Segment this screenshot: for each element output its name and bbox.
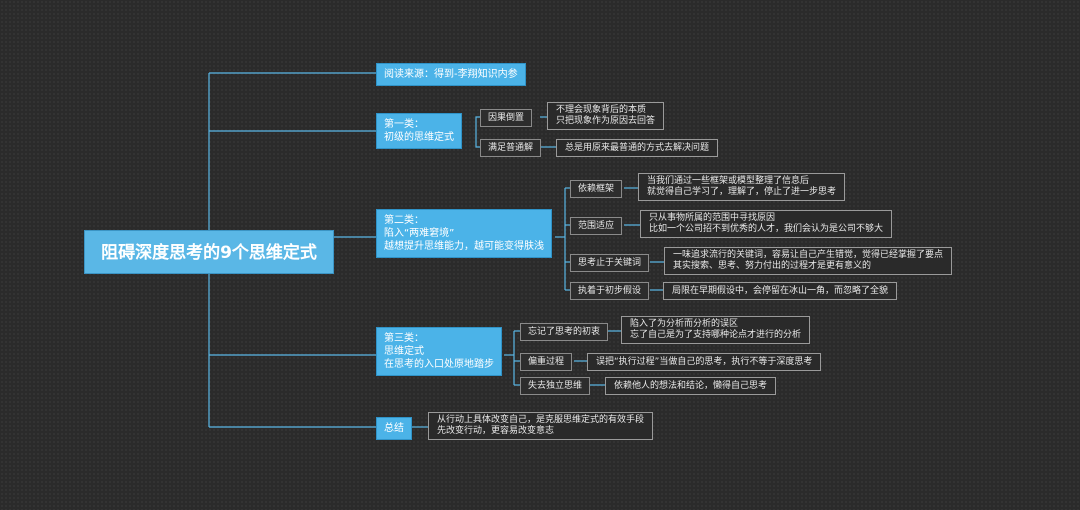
category-1-line-2: 初级的思维定式: [384, 132, 454, 143]
leaf-line: 忘了自己是为了支持哪种论点才进行的分析: [630, 330, 802, 340]
leaf-line: 依赖他人的想法和结论，懒得自己思考: [614, 381, 768, 391]
subtopic-process-bias[interactable]: 偏重过程: [520, 353, 573, 371]
leaf-line: 总是用原来最普通的方式去解决问题: [565, 143, 710, 153]
category-2-line-3: 越想提升思维能力，越可能变得肤浅: [384, 241, 544, 252]
subtopic-keyword-thinking[interactable]: 思考止于关键词: [570, 254, 650, 272]
leaf-line: 先改变行动，更容易改变意志: [437, 426, 555, 436]
subtopic-initial-hypothesis[interactable]: 执着于初步假设: [570, 282, 650, 300]
leaf-line: 当我们通过一些框架或模型整理了信息后: [647, 176, 810, 186]
category-1-line-1: 第一类：: [384, 119, 424, 130]
leaf-keyword-thinking[interactable]: 一味追求流行的关键词，容易让自己产生错觉，觉得已经掌握了要点 其实搜索、思考、努…: [664, 247, 953, 275]
category-1-node[interactable]: 第一类： 初级的思维定式: [376, 113, 462, 149]
leaf-independent-thinking[interactable]: 依赖他人的想法和结论，懒得自己思考: [605, 377, 777, 395]
leaf-line: 不理会现象背后的本质: [556, 105, 647, 115]
root-topic[interactable]: 阻碍深度思考的9个思维定式: [84, 230, 334, 274]
category-2-line-1: 第二类：: [384, 215, 424, 226]
subtopic-scope-adaptation[interactable]: 范围适应: [570, 217, 623, 235]
leaf-line: 比如一个公司招不到优秀的人才，我们会认为是公司不够大: [649, 224, 884, 234]
category-3-line-2: 思维定式: [384, 346, 424, 357]
leaf-initial-hypothesis[interactable]: 局限在早期假设中，会停留在冰山一角，而忽略了全貌: [663, 282, 898, 300]
category-2-line-2: 陷入“两难窘境”: [384, 228, 455, 239]
source-node[interactable]: 阅读来源：得到-李翔知识内参: [376, 63, 526, 86]
leaf-ordinary-solution[interactable]: 总是用原来最普通的方式去解决问题: [556, 139, 719, 157]
leaf-framework-dependence[interactable]: 当我们通过一些框架或模型整理了信息后 就觉得自己学习了，理解了，停止了进一步思考: [638, 173, 846, 201]
summary-node[interactable]: 总结: [376, 417, 412, 440]
subtopic-independent-thinking[interactable]: 失去独立思维: [520, 377, 591, 395]
leaf-line: 陷入了为分析而分析的误区: [630, 319, 739, 329]
leaf-line: 从行动上具体改变自己，是克服思维定式的有效手段: [437, 415, 645, 425]
leaf-scope-adaptation[interactable]: 只从事物所属的范围中寻找原因 比如一个公司招不到优秀的人才，我们会认为是公司不够…: [640, 210, 893, 238]
category-3-line-1: 第三类：: [384, 333, 424, 344]
subtopic-causal-inversion[interactable]: 因果倒置: [480, 109, 533, 127]
category-2-node[interactable]: 第二类： 陷入“两难窘境” 越想提升思维能力，越可能变得肤浅: [376, 209, 552, 258]
leaf-line: 局限在早期假设中，会停留在冰山一角，而忽略了全貌: [672, 286, 889, 296]
subtopic-framework-dependence[interactable]: 依赖框架: [570, 180, 623, 198]
subtopic-ordinary-solution[interactable]: 满足普通解: [480, 139, 542, 157]
leaf-forgot-purpose[interactable]: 陷入了为分析而分析的误区 忘了自己是为了支持哪种论点才进行的分析: [621, 316, 811, 344]
leaf-line: 一味追求流行的关键词，容易让自己产生错觉，觉得已经掌握了要点: [673, 250, 944, 260]
leaf-line: 只从事物所属的范围中寻找原因: [649, 213, 776, 223]
category-3-node[interactable]: 第三类： 思维定式 在思考的入口处原地踏步: [376, 327, 502, 376]
leaf-line: 只把现象作为原因去回答: [556, 116, 656, 126]
leaf-line: 误把“执行过程”当做自己的思考，执行不等于深度思考: [596, 357, 813, 367]
leaf-line: 就觉得自己学习了，理解了，停止了进一步思考: [647, 187, 837, 197]
leaf-line: 其实搜索、思考、努力付出的过程才是更有意义的: [673, 261, 872, 271]
category-3-line-3: 在思考的入口处原地踏步: [384, 359, 494, 370]
leaf-causal-inversion[interactable]: 不理会现象背后的本质 只把现象作为原因去回答: [547, 102, 665, 130]
leaf-summary[interactable]: 从行动上具体改变自己，是克服思维定式的有效手段 先改变行动，更容易改变意志: [428, 412, 654, 440]
subtopic-forgot-purpose[interactable]: 忘记了思考的初衷: [520, 323, 609, 341]
leaf-process-bias[interactable]: 误把“执行过程”当做自己的思考，执行不等于深度思考: [587, 353, 822, 371]
